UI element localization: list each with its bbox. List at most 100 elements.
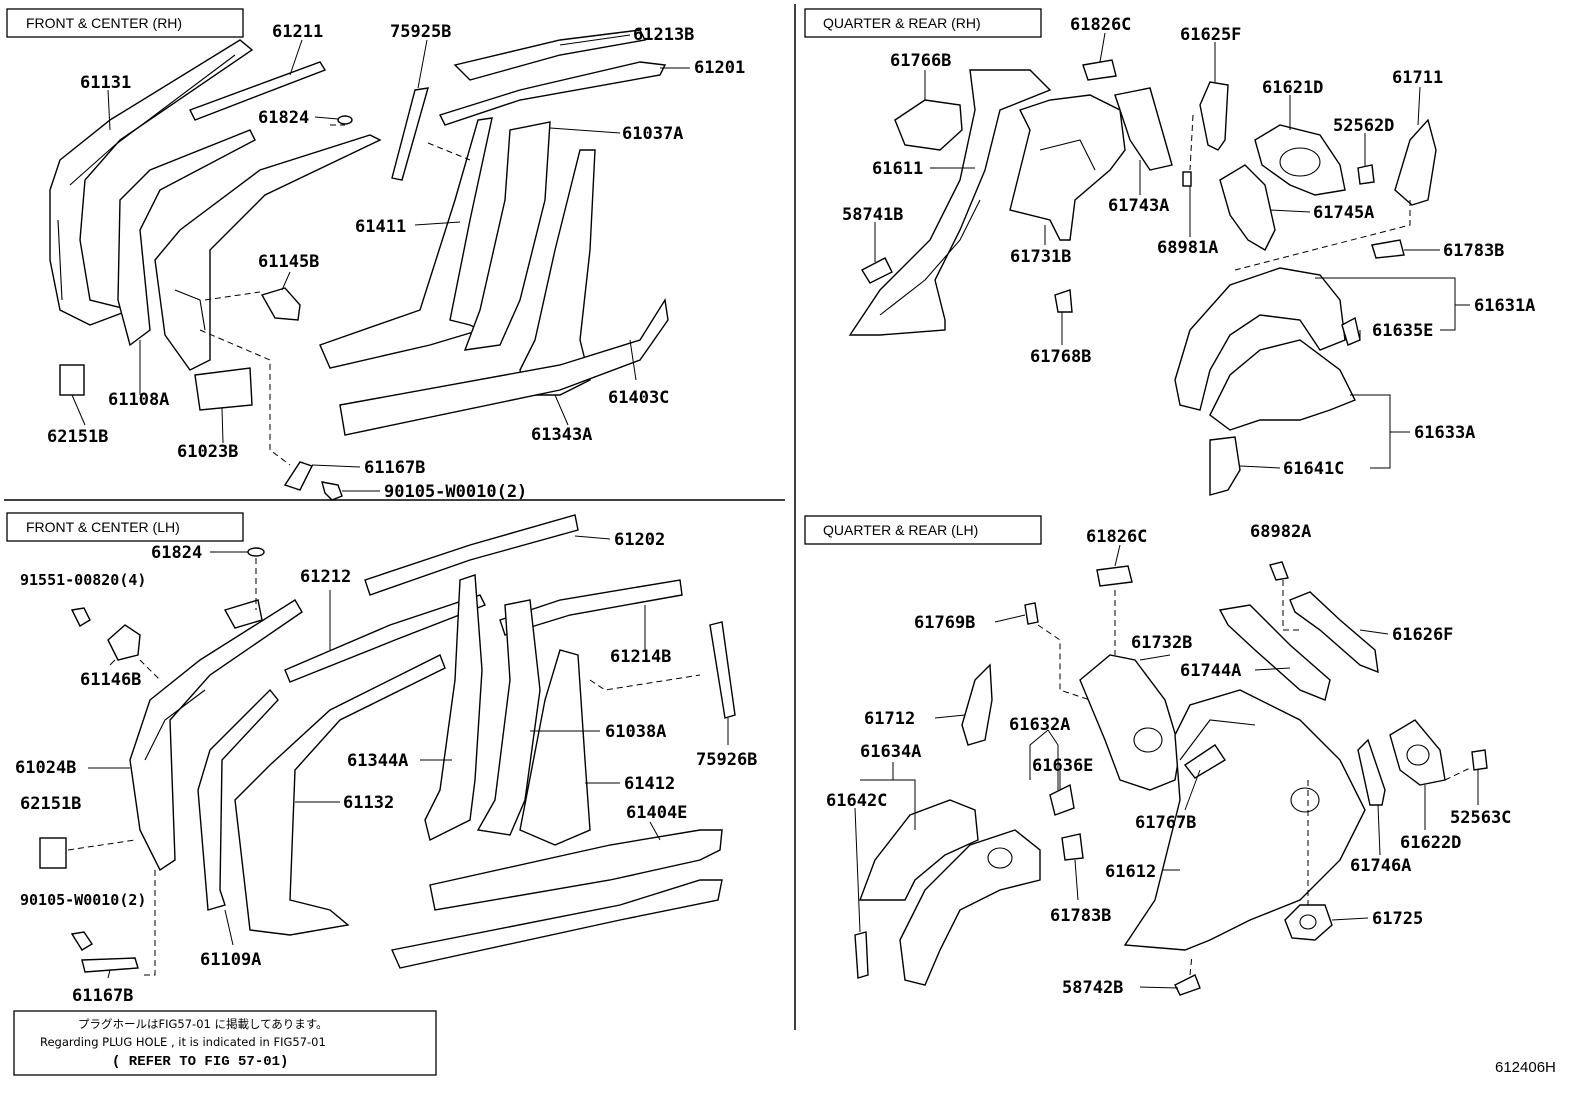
part-label-61824-lh: 61824 [151, 543, 202, 563]
part-label-61766B: 61766B [890, 51, 951, 71]
part-label-62151B: 62151B [47, 427, 108, 447]
part-outline-68982A [1269, 561, 1289, 581]
part-label-61109A: 61109A [200, 950, 261, 970]
part-label-52562D: 52562D [1333, 116, 1394, 136]
part-outline-61202 [364, 514, 579, 596]
part-outline-61611 [848, 69, 1052, 336]
part-label-61213B: 61213B [633, 25, 694, 45]
part-label-61712: 61712 [864, 709, 915, 729]
part-outline-61642C [854, 931, 869, 979]
part-outline-61612 [1123, 689, 1366, 951]
part-outline-61167B-lh [81, 957, 139, 973]
part-label-61023B: 61023B [177, 442, 238, 462]
part-outline-91551 [70, 607, 91, 627]
part-outline-61108A [117, 129, 256, 347]
part-label-61132: 61132 [343, 793, 394, 813]
part-outline-61766B [894, 99, 963, 151]
part-label-61611: 61611 [872, 159, 923, 179]
part-outline-61403C [339, 298, 669, 436]
part-label-61744A: 61744A [1180, 661, 1241, 681]
part-label-61343A: 61343A [531, 425, 592, 445]
part-label-61725: 61725 [1372, 909, 1423, 929]
leaders-front-rh [71, 34, 690, 492]
part-outline-61633A [1209, 339, 1356, 431]
part-outline-58741B [861, 257, 893, 284]
front-lh-parts [39, 514, 736, 973]
part-label-61626F: 61626F [1392, 625, 1453, 645]
part-label-68982A: 68982A [1250, 522, 1311, 542]
front-rh-parts [49, 29, 669, 501]
part-label-61108A: 61108A [108, 390, 169, 410]
part-outline-61732B [1079, 654, 1181, 791]
part-label-61711: 61711 [1392, 68, 1443, 88]
part-label-61211: 61211 [272, 22, 323, 42]
part-label-61167B: 61167B [364, 458, 425, 478]
part-outline-90105-lh [70, 931, 93, 951]
part-label-61212: 61212 [300, 567, 351, 587]
part-outline-61131 [49, 39, 254, 326]
part-label-61625F: 61625F [1180, 25, 1241, 45]
part-label-61412: 61412 [624, 774, 675, 794]
section-title: FRONT & CENTER (RH) [26, 15, 182, 31]
labels-front-lh: 61202 61824 91551-00820(4) 61212 61214B … [15, 530, 757, 1006]
part-outline-61824-lh [247, 547, 265, 557]
part-label-61131: 61131 [80, 73, 131, 93]
part-outline-61768B [1054, 289, 1073, 313]
part-label-61633A: 61633A [1414, 423, 1475, 443]
part-label-61344A: 61344A [347, 751, 408, 771]
part-outline-61214B [499, 579, 683, 636]
part-label-61167B-lh: 61167B [72, 986, 133, 1006]
section-title: QUARTER & REAR (LH) [823, 522, 978, 538]
labels-front-rh: 61211 75925B 61213B 61201 61131 61824 61… [47, 22, 745, 502]
part-label-61824: 61824 [258, 108, 309, 128]
part-label-90105-W0010: 90105-W0010(2) [384, 482, 527, 502]
part-label-61731B: 61731B [1010, 247, 1071, 267]
part-label-61768B: 61768B [1030, 347, 1091, 367]
part-label-61037A: 61037A [622, 124, 683, 144]
part-outline-61404E [429, 829, 723, 911]
part-outline-61211 [189, 61, 327, 121]
labels-quarter-lh: 61826C 68982A 61769B 61626F 61732B 61744… [826, 522, 1511, 998]
part-label-61024B: 61024B [15, 758, 76, 778]
part-label-61145B: 61145B [258, 252, 319, 272]
part-outline-61712 [961, 663, 993, 746]
part-outline-61743A [1114, 87, 1173, 171]
part-label-61038A: 61038A [605, 722, 666, 742]
part-label-61634A: 61634A [860, 742, 921, 762]
part-label-61636E: 61636E [1032, 756, 1093, 776]
part-label-61641C: 61641C [1283, 459, 1344, 479]
part-outline-61632A [899, 829, 1041, 986]
part-outline-front-pillar [154, 134, 382, 371]
part-outline-61625F [1199, 81, 1229, 151]
part-label-61632A: 61632A [1009, 715, 1070, 735]
part-outline-61201 [439, 61, 667, 126]
part-label-61631A: 61631A [1474, 296, 1535, 316]
part-outline-61725 [1284, 904, 1333, 941]
part-label-58742B: 58742B [1062, 978, 1123, 998]
part-label-75926B: 75926B [696, 750, 757, 770]
section-header-quarter-lh: QUARTER & REAR (LH) [804, 515, 1042, 545]
part-label-62151B-lh: 62151B [20, 794, 81, 814]
part-outline-61411 [319, 117, 493, 369]
leaders-quarter-lh [854, 544, 1479, 989]
part-outline-90105 [321, 481, 343, 501]
part-outline-61023B [194, 367, 253, 411]
part-outline-61344A [424, 574, 483, 842]
part-label-75925B: 75925B [390, 22, 451, 42]
part-outline-75925B [391, 87, 429, 181]
part-outline-58742B [1174, 974, 1201, 996]
part-outline-61037A [463, 121, 551, 351]
part-label-68981A: 68981A [1157, 238, 1218, 258]
part-label-61411: 61411 [355, 217, 406, 237]
part-label-61732B: 61732B [1131, 633, 1192, 653]
part-outline-61621D [1254, 124, 1346, 196]
part-outline-61767B [1183, 744, 1226, 779]
part-label-90105-W0010-lh: 90105-W0010(2) [20, 891, 146, 909]
part-label-61201: 61201 [694, 58, 745, 78]
part-label-61769B: 61769B [914, 613, 975, 633]
part-label-61612: 61612 [1105, 862, 1156, 882]
part-outline-61783B-lh [1061, 833, 1084, 861]
part-label-52563C: 52563C [1450, 808, 1511, 828]
part-label-61214B: 61214B [610, 647, 671, 667]
